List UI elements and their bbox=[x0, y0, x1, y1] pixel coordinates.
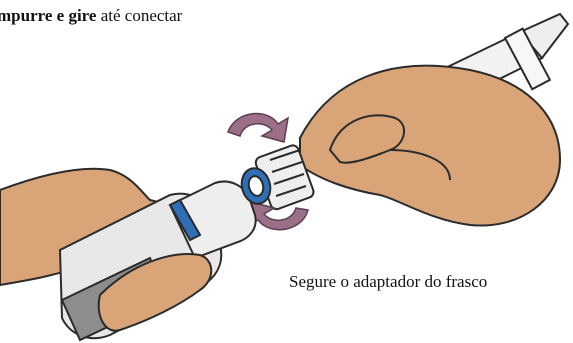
hold-adapter-caption: Segure o adaptador do frasco bbox=[289, 272, 487, 292]
rotate-arrow-top-icon bbox=[228, 114, 288, 142]
instruction-bold: mpurre e gire bbox=[0, 6, 96, 25]
instruction-regular: até conectar bbox=[96, 6, 182, 25]
right-hand bbox=[300, 66, 560, 226]
instruction-text: mpurre e gire até conectar bbox=[0, 6, 182, 26]
